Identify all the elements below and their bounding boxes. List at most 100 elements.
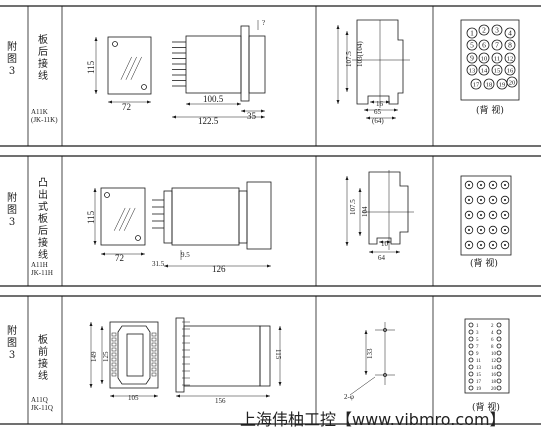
hole-spacing-dimension-arrow-top [364, 330, 368, 334]
terminal-circle-6 [496, 336, 502, 342]
cutout-outer-dimension-arrow-bottom [336, 100, 340, 104]
front-panel-hatch-2 [130, 56, 142, 80]
terminal-right-7 [151, 362, 157, 367]
side-rear-box [248, 35, 266, 94]
row3-wiring-type: 板前接线 [38, 335, 48, 382]
terminal-circle-7 [468, 343, 474, 349]
row2-figure-char-1: 附 [7, 193, 17, 204]
terminal-left-9 [111, 372, 117, 377]
terminal-circle-8 [496, 343, 502, 349]
terminal-number-4: 4 [508, 29, 512, 38]
terminal-circle-5 [464, 195, 474, 205]
row3-figure-label: 附 图 3 [6, 326, 18, 362]
terminal-number-3: 3 [495, 26, 499, 35]
hole-spacing-dimension-arrow-bottom [364, 371, 368, 375]
terminal-right-2 [151, 337, 157, 342]
terminal-circle-5 [468, 336, 474, 342]
row3-figure-char-1: 附 [7, 326, 17, 337]
mounting-hole [112, 41, 118, 47]
terminal-circle-19 [488, 240, 498, 250]
side-gap-label: 9.5 [181, 251, 190, 259]
terminal-circle-8 [504, 39, 516, 51]
row2-model: A11H JK-11H [31, 261, 53, 277]
side-total-label: 126 [212, 264, 226, 274]
side-total-label: 156 [215, 397, 226, 405]
terminal-circle-10 [478, 52, 490, 64]
terminal-circle-16 [500, 225, 510, 235]
side-flange-outline [240, 25, 250, 102]
terminal-circle-13 [464, 225, 474, 235]
front-window [126, 333, 144, 377]
cutout-outer-dimension-arrow-top [345, 176, 349, 180]
terminal-dot-18 [480, 244, 482, 246]
terminal-number-20: 20 [509, 80, 516, 87]
terminal-circle-19 [468, 385, 474, 391]
terminal-circle-5 [466, 39, 478, 51]
front-width-dimension-arrow-right [154, 394, 158, 398]
front-width-dimension-arrow-left [101, 252, 105, 256]
cutout-inner-label: 103(104) [356, 41, 364, 67]
terminal-dot-16 [504, 229, 506, 231]
terminal-circle-9 [468, 350, 474, 356]
terminal-number-15: 15 [494, 68, 501, 75]
row1-figure-char-1: 附 [7, 42, 17, 53]
terminal-circle-11 [491, 52, 503, 64]
cutout-w1-label: 10 [381, 240, 389, 248]
terminal-number-7: 7 [495, 41, 499, 50]
terminal-right-5 [151, 352, 157, 357]
terminal-circle-17 [470, 78, 482, 90]
cutout-w2-dimension-arrow-right [396, 250, 400, 254]
terminal-circle-4 [500, 180, 510, 190]
terminal-number-1: 1 [470, 29, 474, 38]
front-height-dimension-arrow-top [93, 188, 97, 192]
side-body-outline [171, 187, 240, 246]
terminal-dot-2 [480, 184, 482, 186]
terminal-number-4: 4 [491, 331, 494, 336]
terminal-circle-16 [504, 64, 516, 76]
front-outer-height-dimension-arrow-top [89, 322, 93, 326]
terminal-right-6 [151, 357, 157, 362]
front-panel-hatch-0 [120, 56, 132, 80]
terminal-circle-9 [466, 52, 478, 64]
terminal-block-outline [464, 318, 510, 394]
terminal-number-14: 14 [491, 366, 497, 371]
front-panel-outline [107, 36, 152, 95]
front-panel-hatch-1 [125, 56, 137, 80]
terminal-number-20: 20 [491, 387, 497, 392]
terminal-circle-6 [478, 39, 490, 51]
terminal-circle-17 [468, 378, 474, 384]
terminal-number-9: 9 [476, 352, 479, 357]
terminal-block-outline [460, 175, 512, 256]
terminal-number-5: 5 [476, 338, 479, 343]
terminal-circle-15 [468, 371, 474, 377]
terminal-circle-6 [476, 195, 486, 205]
cutout-outer-label: 107.5 [345, 51, 353, 67]
cutout-w1-dimension-arrow-left [370, 100, 374, 104]
side-total-dimension-arrow-right [267, 264, 271, 268]
terminal-right-3 [151, 342, 157, 347]
front-width-dimension-arrow-left [108, 100, 112, 104]
cutout-w2-label: 65 [374, 108, 382, 116]
terminal-circle-3 [491, 24, 503, 36]
terminal-circle-18 [483, 78, 495, 90]
terminal-circle-14 [496, 364, 502, 370]
front-height-dimension-arrow-top [94, 37, 98, 41]
mounting-hole-top [383, 328, 387, 332]
row1-model-line-2: (JK-11K) [31, 116, 58, 124]
front-inner-frame [117, 325, 151, 385]
row2-model-line-1: A11H [31, 261, 48, 269]
front-panel-hatch-0 [113, 207, 126, 231]
terminal-circle-4 [496, 329, 502, 335]
terminal-circle-11 [468, 357, 474, 363]
terminal-left-6 [111, 357, 117, 362]
terminal-circle-12 [496, 357, 502, 363]
row1-model: A11K (JK-11K) [31, 108, 58, 124]
terminal-right-1 [151, 332, 157, 337]
terminal-circle-9 [464, 210, 474, 220]
side-depth-dimension-arrow-right [261, 109, 265, 113]
terminal-circle-7 [491, 39, 503, 51]
terminal-number-17: 17 [473, 82, 480, 89]
terminal-circle-11 [488, 210, 498, 220]
